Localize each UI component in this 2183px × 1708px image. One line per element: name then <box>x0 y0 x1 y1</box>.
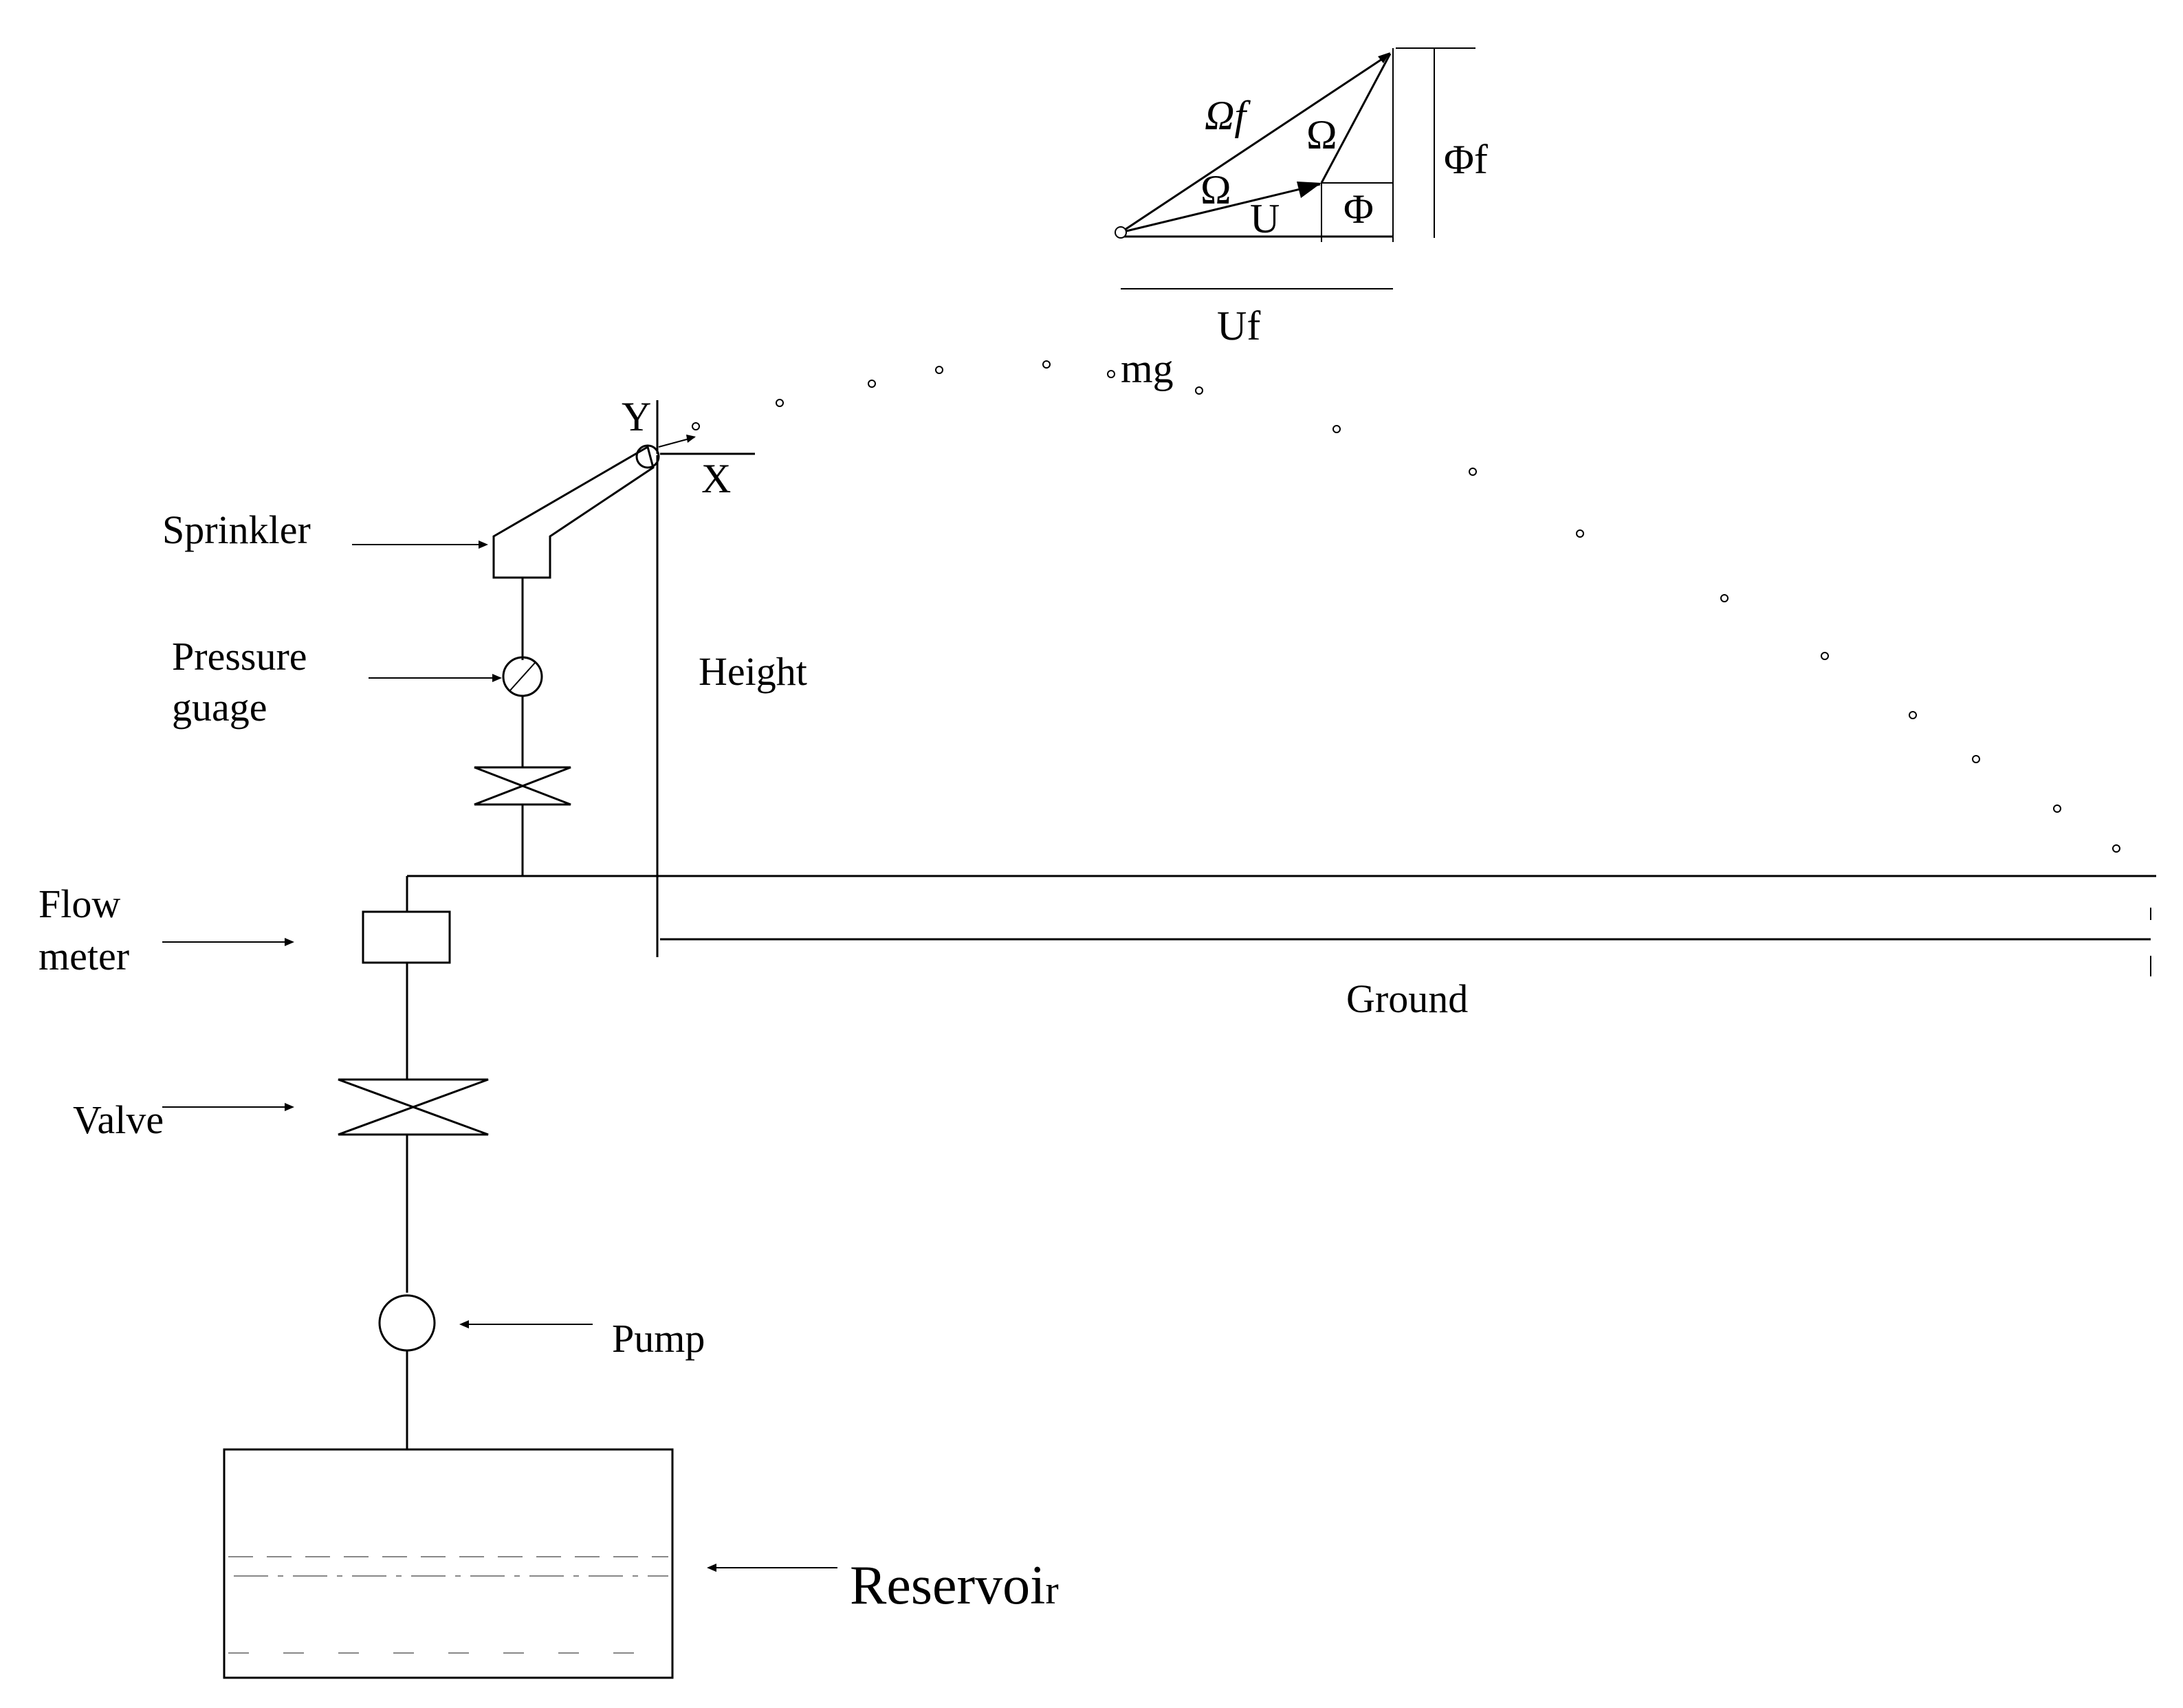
sprinkler-label: Sprinkler <box>162 507 311 552</box>
omega-upper-label: Ω <box>1306 112 1337 157</box>
omega-lower-label: Ω <box>1200 167 1231 212</box>
phi-label: Φ <box>1343 186 1374 232</box>
reservoir-tank <box>223 1448 674 1679</box>
mg-label: mg <box>1121 346 1174 391</box>
callout-arrows <box>162 540 837 1572</box>
lower-valve-icon <box>338 1078 489 1136</box>
pump-icon <box>378 1294 436 1352</box>
y-axis-label: Y <box>622 394 651 439</box>
reservoir-label-tail: r <box>1045 1568 1058 1612</box>
pressure-gauge-icon <box>502 656 543 697</box>
flow-meter-label-line1: Flow <box>39 882 120 926</box>
u-f-label: Uf <box>1217 303 1260 349</box>
x-axis-label: X <box>701 456 731 501</box>
velocity-vector-triangle <box>1115 47 1476 289</box>
valve-label: Valve <box>73 1097 164 1142</box>
pump-label: Pump <box>612 1316 705 1361</box>
pressure-gauge-label-line2: guage <box>172 685 267 730</box>
reservoir-label: Reservoir <box>850 1555 1059 1616</box>
omega-f-label: Ωf <box>1205 93 1251 138</box>
xy-axes <box>656 400 755 455</box>
pressure-gauge-label-line1: Pressure <box>172 634 307 679</box>
phi-f-label: Φf <box>1444 137 1488 182</box>
reservoir-label-main: Reservoi <box>850 1555 1045 1616</box>
flow-meter-box <box>362 910 451 964</box>
u-label: U <box>1250 196 1280 241</box>
sprinkler-head <box>492 444 660 579</box>
ground-label: Ground <box>1346 976 1468 1021</box>
upper-valve-icon <box>474 766 571 806</box>
height-label: Height <box>699 649 807 694</box>
water-droplet-trajectory <box>692 360 2120 853</box>
flow-meter-label-line2: meter <box>39 934 129 978</box>
